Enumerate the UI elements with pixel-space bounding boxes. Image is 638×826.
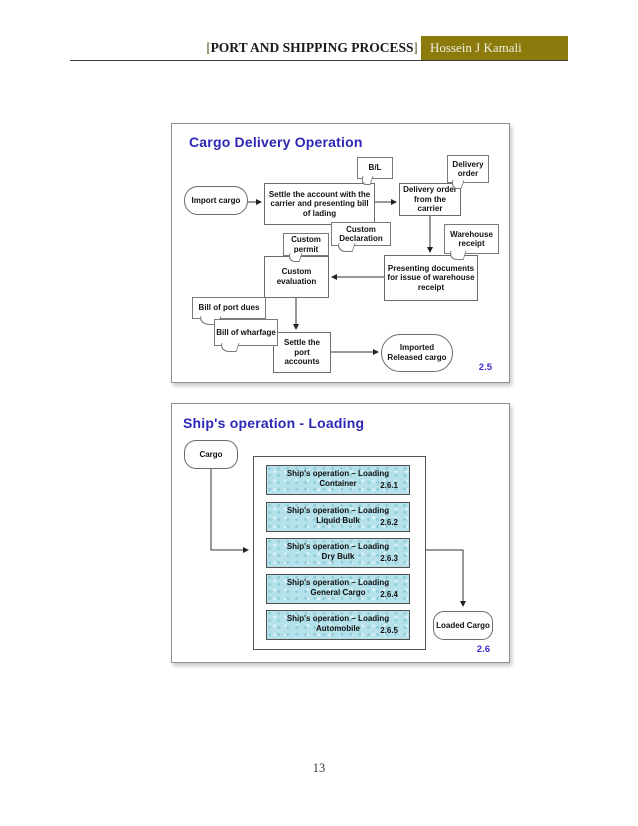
op-box-liquid-bulk-number: 2.6.2 bbox=[380, 517, 398, 527]
header-title: [PORT AND SHIPPING PROCESS] bbox=[150, 40, 418, 56]
callout-bill-of-wharfage: Bill of wharfage bbox=[214, 319, 278, 346]
header-bracket-open: [ bbox=[206, 40, 211, 55]
callout-custom-declaration: Custom Declaration bbox=[331, 222, 391, 246]
page-number: 13 bbox=[312, 761, 326, 775]
callout-bl: B/L bbox=[357, 157, 393, 179]
node-import-cargo: Import cargo bbox=[184, 186, 248, 215]
slide1-title: Cargo Delivery Operation bbox=[189, 134, 363, 150]
callout-delivery-order: Delivery order bbox=[447, 155, 489, 183]
node-delivery-order-from-carrier: Delivery order from the carrier bbox=[399, 183, 461, 216]
node-cargo: Cargo bbox=[184, 440, 238, 469]
op-box-general-cargo-number: 2.6.4 bbox=[380, 589, 398, 599]
slide2-connectors bbox=[210, 469, 466, 607]
op-box-container: Ship's operation – Loading Container 2.6… bbox=[266, 465, 410, 495]
op-box-liquid-bulk-line1: Ship's operation – Loading bbox=[286, 506, 390, 515]
op-box-dry-bulk-name: Dry Bulk bbox=[321, 552, 355, 562]
slide2-section-number: 2.6 bbox=[476, 644, 490, 655]
slide1-connectors bbox=[248, 199, 433, 355]
op-box-automobile-name: Automobile bbox=[316, 624, 360, 634]
op-box-container-number: 2.6.1 bbox=[380, 480, 398, 490]
op-box-container-line1: Ship's operation – Loading bbox=[286, 469, 390, 478]
node-imported-released-cargo: Imported Released cargo bbox=[381, 334, 453, 372]
header-bracket-close: ] bbox=[413, 40, 419, 55]
op-box-automobile: Ship's operation – Loading Automobile 2.… bbox=[266, 610, 410, 640]
op-box-automobile-line1: Ship's operation – Loading bbox=[286, 614, 390, 623]
node-custom-evaluation: Custom evaluation bbox=[264, 256, 329, 298]
node-presenting-documents: Presenting documents for issue of wareho… bbox=[384, 255, 478, 301]
slide1-section-number: 2.5 bbox=[478, 362, 492, 373]
op-box-container-name: Container bbox=[319, 479, 357, 489]
op-box-dry-bulk-line1: Ship's operation – Loading bbox=[286, 542, 390, 551]
op-box-liquid-bulk-name: Liquid Bulk bbox=[316, 516, 360, 526]
slide2-title: Ship's operation - Loading bbox=[183, 415, 365, 431]
slide-ship-operation-loading: Ship's operation - Loading Cargo Ship's … bbox=[171, 403, 510, 663]
header-title-text: PORT AND SHIPPING PROCESS bbox=[210, 40, 414, 55]
op-box-general-cargo-line1: Ship's operation – Loading bbox=[286, 578, 390, 587]
callout-warehouse-receipt: Warehouse receipt bbox=[444, 224, 499, 254]
op-box-liquid-bulk: Ship's operation – Loading Liquid Bulk 2… bbox=[266, 502, 410, 532]
op-box-general-cargo: Ship's operation – Loading General Cargo… bbox=[266, 574, 410, 604]
op-box-automobile-number: 2.6.5 bbox=[380, 625, 398, 635]
header-rule bbox=[70, 60, 568, 61]
node-settle-port-accounts: Settle the port accounts bbox=[273, 332, 331, 373]
callout-custom-permit: Custom permit bbox=[283, 233, 329, 256]
callout-bill-of-port-dues: Bill of port dues bbox=[192, 297, 266, 319]
op-box-dry-bulk: Ship's operation – Loading Dry Bulk 2.6.… bbox=[266, 538, 410, 568]
header-author-box: Hossein J Kamali bbox=[421, 36, 568, 60]
op-box-dry-bulk-number: 2.6.3 bbox=[380, 553, 398, 563]
op-box-general-cargo-name: General Cargo bbox=[310, 588, 366, 598]
slide-cargo-delivery: Cargo Delivery Operation B/L Delivery or… bbox=[171, 123, 510, 383]
node-settle-account: Settle the account with the carrier and … bbox=[264, 183, 375, 225]
node-loaded-cargo: Loaded Cargo bbox=[433, 611, 493, 640]
